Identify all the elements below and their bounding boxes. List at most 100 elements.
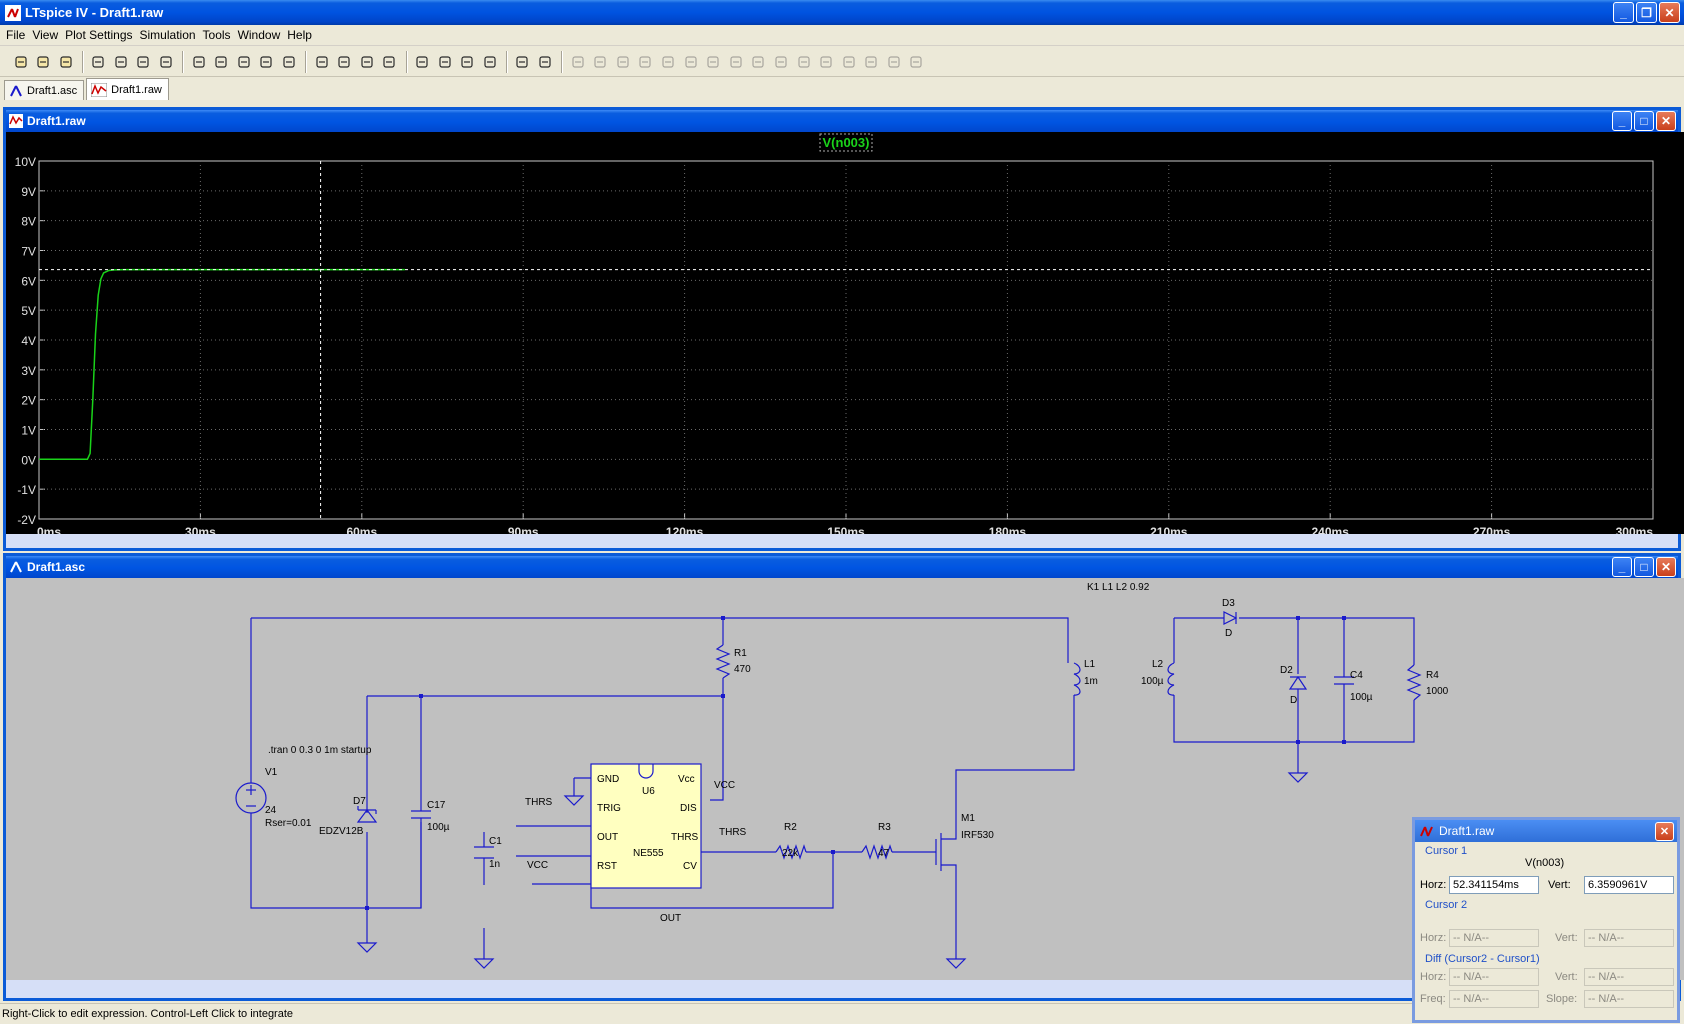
ground-button[interactable]	[590, 51, 611, 72]
resistor-r1[interactable]	[715, 644, 731, 679]
diode-icon	[707, 55, 719, 68]
drag-button[interactable]	[770, 51, 791, 72]
control-panel-button[interactable]	[88, 51, 109, 72]
diode-d3[interactable]	[1223, 611, 1238, 625]
capacitor-c1[interactable]	[474, 846, 494, 859]
cursor-dialog-title-bar[interactable]: Draft1.raw	[1415, 820, 1677, 842]
close-button[interactable]: ✕	[1656, 111, 1676, 131]
open-button[interactable]	[33, 51, 54, 72]
find-button[interactable]	[479, 51, 500, 72]
zoom-cancel-button[interactable]	[256, 51, 277, 72]
minimize-button[interactable]: _	[1612, 557, 1632, 577]
print-button[interactable]	[534, 51, 555, 72]
resistor-r3[interactable]	[861, 844, 893, 860]
menu-tools[interactable]: Tools	[202, 28, 231, 42]
inductor-l1[interactable]	[1073, 662, 1081, 696]
menu-window[interactable]: Window	[237, 28, 281, 42]
close-button[interactable]: ✕	[1655, 822, 1674, 841]
capacitor-button[interactable]	[657, 51, 678, 72]
cursor1-horz-field[interactable]: 52.341154ms	[1449, 876, 1539, 894]
delete-trace-button[interactable]	[311, 51, 332, 72]
y-tick-label: 2V	[21, 394, 36, 408]
window-controls: _ ❐ ✕	[1613, 2, 1680, 23]
wire-button[interactable]	[567, 51, 588, 72]
rotate-button[interactable]	[838, 51, 859, 72]
text-button[interactable]	[883, 51, 904, 72]
halt-button[interactable]	[133, 51, 154, 72]
paste-button[interactable]	[457, 51, 478, 72]
autorange-button[interactable]	[279, 51, 300, 72]
minimize-button[interactable]: _	[1613, 2, 1634, 23]
ic-ne555[interactable]	[590, 763, 702, 889]
tab-draft1-asc[interactable]: Draft1.asc	[4, 80, 85, 100]
schematic-icon	[10, 85, 22, 96]
minimize-button[interactable]: _	[1612, 111, 1632, 131]
delete-trace-icon	[316, 55, 328, 68]
spice-directive-button[interactable]	[906, 51, 927, 72]
cursor1-vert-field[interactable]: 6.3590961V	[1584, 876, 1674, 894]
zoom-out-button[interactable]	[211, 51, 232, 72]
cut-button[interactable]	[412, 51, 433, 72]
wires	[250, 617, 1415, 959]
zoom-fit-button[interactable]	[233, 51, 254, 72]
resistor-r2[interactable]	[775, 844, 807, 860]
tran-directive[interactable]: .tran 0 0.3 0 1m startup	[268, 745, 372, 756]
resistor-r4[interactable]	[1406, 664, 1422, 701]
inductor-l2[interactable]	[1167, 662, 1175, 696]
toolbar-separator	[182, 50, 185, 73]
zoom-in-icon	[193, 55, 205, 68]
tab-label: Draft1.asc	[27, 84, 78, 97]
redo-button[interactable]	[816, 51, 837, 72]
tab-draft1-raw[interactable]: Draft1.raw	[86, 78, 169, 100]
cascade-button[interactable]	[356, 51, 377, 72]
schematic-canvas[interactable]: K1 L1 L2 0.92 .tran 0 0.3 0 1m startup V…	[6, 578, 1684, 980]
move-button[interactable]	[748, 51, 769, 72]
close-button[interactable]: ✕	[1659, 2, 1680, 23]
inductor-icon	[684, 55, 697, 68]
x-tick-label: 0ms	[37, 525, 61, 534]
zoom-in-button[interactable]	[188, 51, 209, 72]
copy-button[interactable]	[434, 51, 455, 72]
undo-button[interactable]	[793, 51, 814, 72]
zener-diode-d7[interactable]	[356, 806, 378, 823]
run-button[interactable]	[110, 51, 131, 72]
cursor1-trace-name: V(n003)	[1525, 857, 1565, 869]
label-net-button[interactable]	[612, 51, 633, 72]
diode-button[interactable]	[703, 51, 724, 72]
resistor-button[interactable]	[635, 51, 656, 72]
app-title-bar[interactable]: LTspice IV - Draft1.raw _ ❐ ✕	[0, 0, 1684, 25]
drag-icon	[775, 55, 787, 68]
tile-vertical-button[interactable]	[379, 51, 400, 72]
menu-plot-settings[interactable]: Plot Settings	[65, 28, 133, 42]
voltage-source-v1[interactable]	[235, 782, 267, 814]
mirror-button[interactable]	[861, 51, 882, 72]
menu-help[interactable]: Help	[287, 28, 312, 42]
menu-view[interactable]: View	[32, 28, 59, 42]
close-button[interactable]: ✕	[1656, 557, 1676, 577]
new-schematic-button[interactable]	[10, 51, 31, 72]
trace-label[interactable]: V(n003)	[823, 135, 870, 150]
pan-button[interactable]	[156, 51, 177, 72]
find-icon	[484, 55, 496, 68]
waveform-window-title-bar[interactable]: Draft1.raw _ □ ✕	[6, 110, 1678, 132]
maximize-button[interactable]: □	[1634, 557, 1654, 577]
menu-simulation[interactable]: Simulation	[139, 28, 196, 42]
print-setup-button[interactable]	[512, 51, 533, 72]
inductor-button[interactable]	[680, 51, 701, 72]
resistor-icon	[639, 55, 651, 68]
cursor1-vert-label: Vert:	[1548, 879, 1571, 891]
tile-horizontal-button[interactable]	[334, 51, 355, 72]
menu-file[interactable]: File	[6, 28, 26, 42]
save-button[interactable]	[55, 51, 76, 72]
restore-button[interactable]: ❐	[1636, 2, 1657, 23]
cut-icon	[416, 55, 428, 68]
maximize-button[interactable]: □	[1634, 111, 1654, 131]
capacitor-c4[interactable]	[1334, 676, 1354, 685]
component-button[interactable]	[725, 51, 746, 72]
diode-d2[interactable]	[1288, 675, 1308, 690]
k-directive[interactable]: K1 L1 L2 0.92	[1087, 582, 1150, 593]
capacitor-c17[interactable]	[411, 810, 431, 819]
schematic-window-title-bar[interactable]: Draft1.asc _ □ ✕	[6, 556, 1678, 578]
